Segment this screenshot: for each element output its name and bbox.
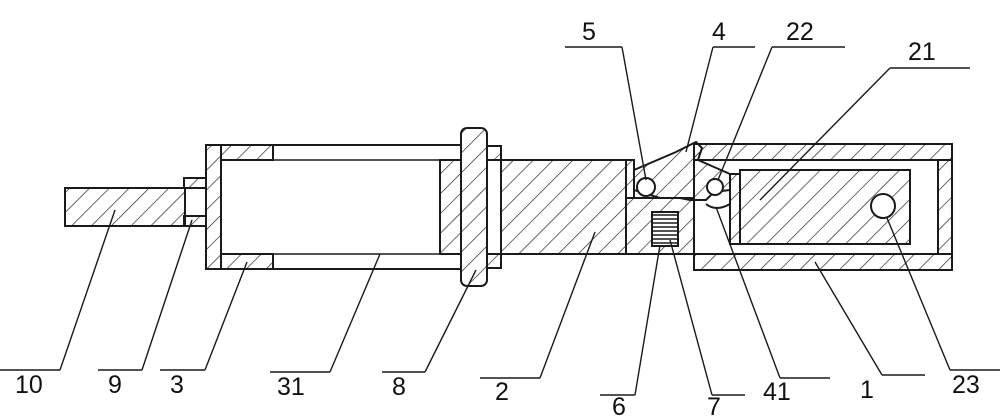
label-8: 8 [392,373,406,401]
label-6: 6 [612,393,626,419]
part-labels: 10 9 3 31 8 2 6 7 41 1 23 5 4 22 21 [15,18,980,419]
label-23: 23 [952,371,980,399]
label-22: 22 [786,18,814,46]
label-31: 31 [277,373,305,401]
label-5: 5 [582,18,596,46]
label-4: 4 [712,18,726,46]
label-41: 41 [763,378,791,406]
flange-8 [439,127,502,287]
slider-21 [729,169,911,245]
label-2: 2 [495,378,509,406]
sleeve-1 [693,143,953,271]
label-9: 9 [108,371,122,399]
label-10: 10 [15,371,43,399]
pin-23 [870,193,896,219]
label-1: 1 [860,376,874,404]
rod-10 [64,187,186,227]
label-3: 3 [170,371,184,399]
nut-9-bottom [183,215,207,227]
label-21: 21 [908,38,936,66]
spring-6 [651,211,679,247]
cylinder-3 [205,144,462,270]
label-7: 7 [707,393,721,419]
pin-22 [706,178,724,196]
leader-lines [0,46,1000,396]
nut-9-top [183,177,207,189]
tie-rods-31 [220,159,440,255]
pin-5 [636,177,656,197]
hook-41 [705,203,731,209]
